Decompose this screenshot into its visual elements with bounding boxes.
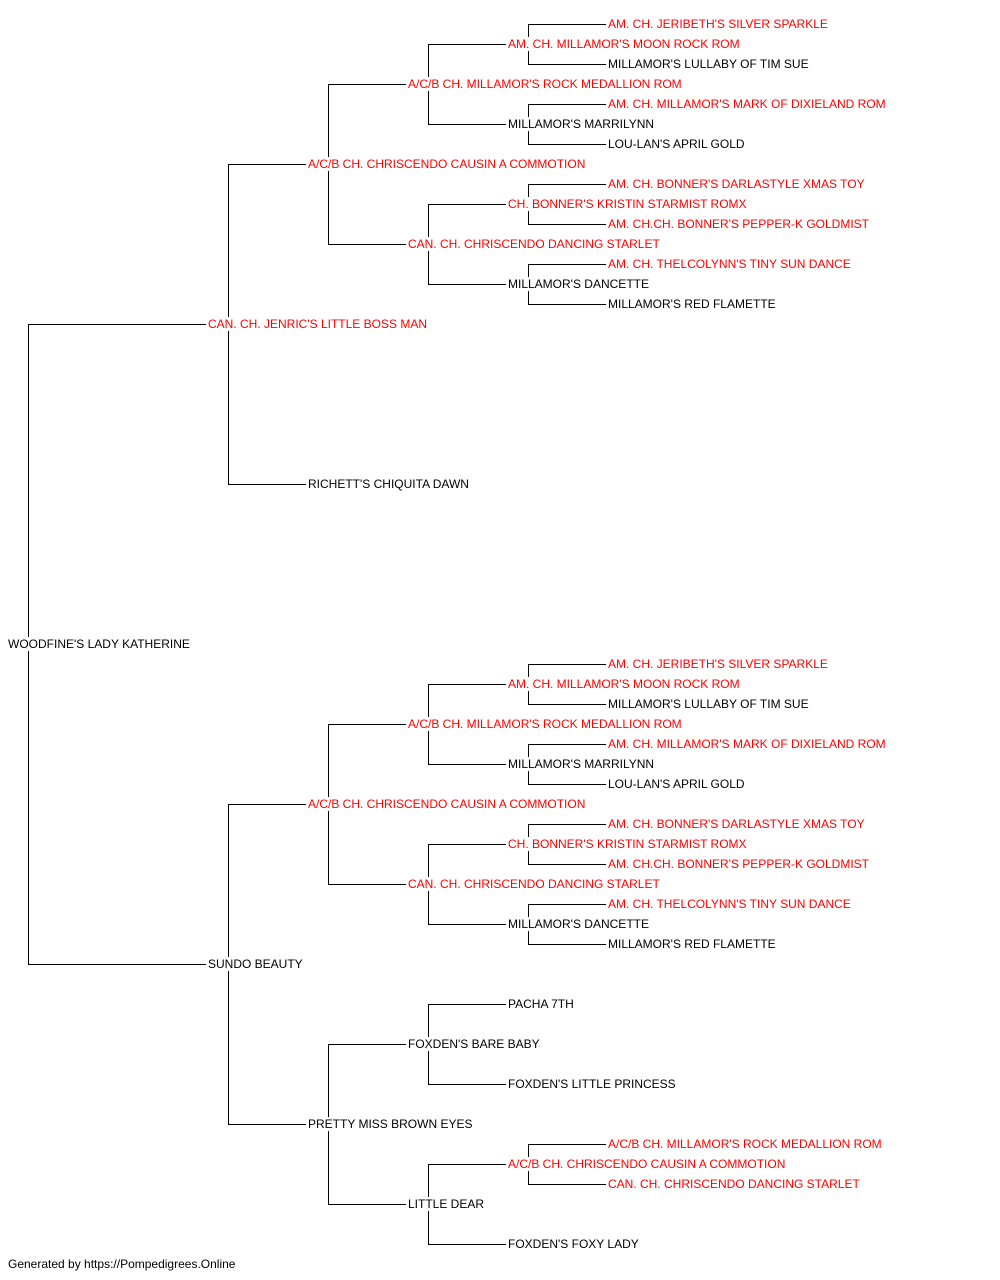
ancestor-name: AM. CH.CH. BONNER'S PEPPER-K GOLDMIST: [608, 217, 869, 231]
ancestor-name: FOXDEN'S BARE BABY: [408, 1037, 540, 1051]
ancestor-name: AM. CH. MILLAMOR'S MARK OF DIXIELAND ROM: [608, 97, 886, 111]
ancestor-name: AM. CH. BONNER'S DARLASTYLE XMAS TOY: [608, 817, 865, 831]
ancestor-name: FOXDEN'S FOXY LADY: [508, 1237, 639, 1251]
ancestor-name: MILLAMOR'S DANCETTE: [508, 917, 649, 931]
subject-dog-name: WOODFINE'S LADY KATHERINE: [8, 637, 190, 651]
ancestor-name: MILLAMOR'S LULLABY OF TIM SUE: [608, 57, 809, 71]
ancestor-name: MILLAMOR'S MARRILYNN: [508, 117, 655, 131]
ancestor-name: CH. BONNER'S KRISTIN STARMIST ROMX: [508, 197, 747, 211]
ancestor-name: FOXDEN'S LITTLE PRINCESS: [508, 1077, 676, 1091]
ancestor-name: LITTLE DEAR: [408, 1197, 485, 1211]
ancestor-name: CAN. CH. CHRISCENDO DANCING STARLET: [608, 1177, 860, 1191]
ancestor-name: MILLAMOR'S DANCETTE: [508, 277, 649, 291]
ancestor-name: AM. CH. MILLAMOR'S MOON ROCK ROM: [508, 37, 740, 51]
generated-by-footer: Generated by https://Pompedigrees.Online: [8, 1257, 236, 1271]
ancestor-name: A/C/B CH. CHRISCENDO CAUSIN A COMMOTION: [308, 797, 586, 811]
ancestor-name: A/C/B CH. CHRISCENDO CAUSIN A COMMOTION: [508, 1157, 786, 1171]
ancestor-name: MILLAMOR'S RED FLAMETTE: [608, 937, 776, 951]
ancestor-name: A/C/B CH. MILLAMOR'S ROCK MEDALLION ROM: [408, 77, 682, 91]
ancestor-name: RICHETT'S CHIQUITA DAWN: [308, 477, 469, 491]
ancestor-name: LOU-LAN'S APRIL GOLD: [608, 777, 745, 791]
ancestor-name: PRETTY MISS BROWN EYES: [308, 1117, 473, 1131]
ancestor-name: CH. BONNER'S KRISTIN STARMIST ROMX: [508, 837, 747, 851]
ancestor-name: A/C/B CH. MILLAMOR'S ROCK MEDALLION ROM: [608, 1137, 882, 1151]
ancestor-name: AM. CH. JERIBETH'S SILVER SPARKLE: [608, 17, 828, 31]
ancestor-name: AM. CH.CH. BONNER'S PEPPER-K GOLDMIST: [608, 857, 869, 871]
ancestor-name: LOU-LAN'S APRIL GOLD: [608, 137, 745, 151]
ancestor-name: AM. CH. JERIBETH'S SILVER SPARKLE: [608, 657, 828, 671]
ancestor-name: AM. CH. BONNER'S DARLASTYLE XMAS TOY: [608, 177, 865, 191]
ancestor-name: AM. CH. THELCOLYNN'S TINY SUN DANCE: [608, 897, 851, 911]
ancestor-name: MILLAMOR'S MARRILYNN: [508, 757, 655, 771]
ancestor-name: AM. CH. THELCOLYNN'S TINY SUN DANCE: [608, 257, 851, 271]
ancestor-name: A/C/B CH. CHRISCENDO CAUSIN A COMMOTION: [308, 157, 586, 171]
ancestor-name: SUNDO BEAUTY: [208, 957, 303, 971]
ancestor-name: A/C/B CH. MILLAMOR'S ROCK MEDALLION ROM: [408, 717, 682, 731]
ancestor-name: PACHA 7TH: [508, 997, 574, 1011]
ancestor-name: AM. CH. MILLAMOR'S MOON ROCK ROM: [508, 677, 740, 691]
ancestor-name: CAN. CH. CHRISCENDO DANCING STARLET: [408, 877, 660, 891]
ancestor-name: AM. CH. MILLAMOR'S MARK OF DIXIELAND ROM: [608, 737, 886, 751]
ancestor-name: MILLAMOR'S LULLABY OF TIM SUE: [608, 697, 809, 711]
ancestor-name: CAN. CH. CHRISCENDO DANCING STARLET: [408, 237, 660, 251]
ancestor-name: CAN. CH. JENRIC'S LITTLE BOSS MAN: [208, 317, 427, 331]
ancestor-name: MILLAMOR'S RED FLAMETTE: [608, 297, 776, 311]
